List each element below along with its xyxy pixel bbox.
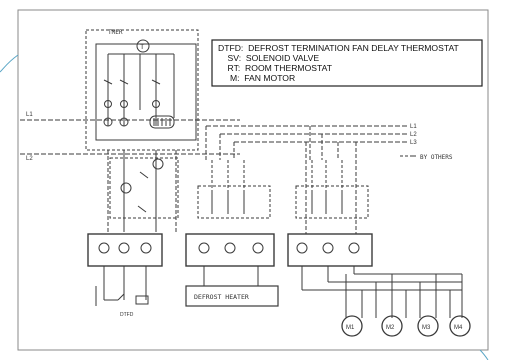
defrost-heater-box <box>185 285 279 307</box>
legend-line-dtfd: DTFD: DEFROST TERMINATION FAN DELAY THER… <box>218 43 460 53</box>
dtfd-label: DTFD <box>120 312 134 318</box>
by-others-label: BY OTHERS <box>420 154 453 161</box>
corner-curve-bottom <box>479 349 489 360</box>
fan-motor-label-m4: M4 <box>454 325 463 331</box>
timer-inner-box <box>95 43 197 141</box>
legend-line-rt: RT: ROOM THERMOSTAT <box>218 63 333 73</box>
supply-label-l2: L2 <box>26 156 33 162</box>
fan-motor-m4 <box>449 315 471 337</box>
terminal-block-right <box>287 233 373 267</box>
fan-motor-label-m1: M1 <box>346 325 355 331</box>
defrost-heater-label: DEFROST HEATER <box>194 293 249 301</box>
page-frame <box>17 9 489 351</box>
terminal-block-middle <box>185 233 275 267</box>
supply-label-l1: L1 <box>26 112 33 118</box>
timer-motor-symbol <box>136 39 150 53</box>
legend-line-m: M: FAN MOTOR <box>218 73 295 83</box>
terminal-block-left <box>87 233 163 267</box>
right-line-label-1: L1 <box>410 124 417 130</box>
fan-motor-label-m3: M3 <box>422 325 431 331</box>
fan-motor-m3 <box>417 315 439 337</box>
fan-motor-label-m2: M2 <box>386 325 395 331</box>
corner-curve-left <box>0 54 19 73</box>
contactor-box-1 <box>197 185 271 219</box>
relay-enclosure <box>109 157 179 219</box>
timer-heater-coil <box>149 115 175 129</box>
timer-label: TMER <box>108 29 123 36</box>
legend-line-sv: SV: SOLENOID VALVE <box>218 53 319 63</box>
contactor-box-2 <box>295 185 369 219</box>
timer-symbol-label: T <box>140 44 145 51</box>
timer-enclosure <box>85 29 199 151</box>
legend-box <box>211 39 483 87</box>
fan-motor-m1 <box>341 315 363 337</box>
dtfd-thermostat <box>135 295 149 305</box>
fan-motor-m2 <box>381 315 403 337</box>
right-line-label-2: L2 <box>410 132 417 138</box>
right-line-label-3: L3 <box>410 140 417 146</box>
